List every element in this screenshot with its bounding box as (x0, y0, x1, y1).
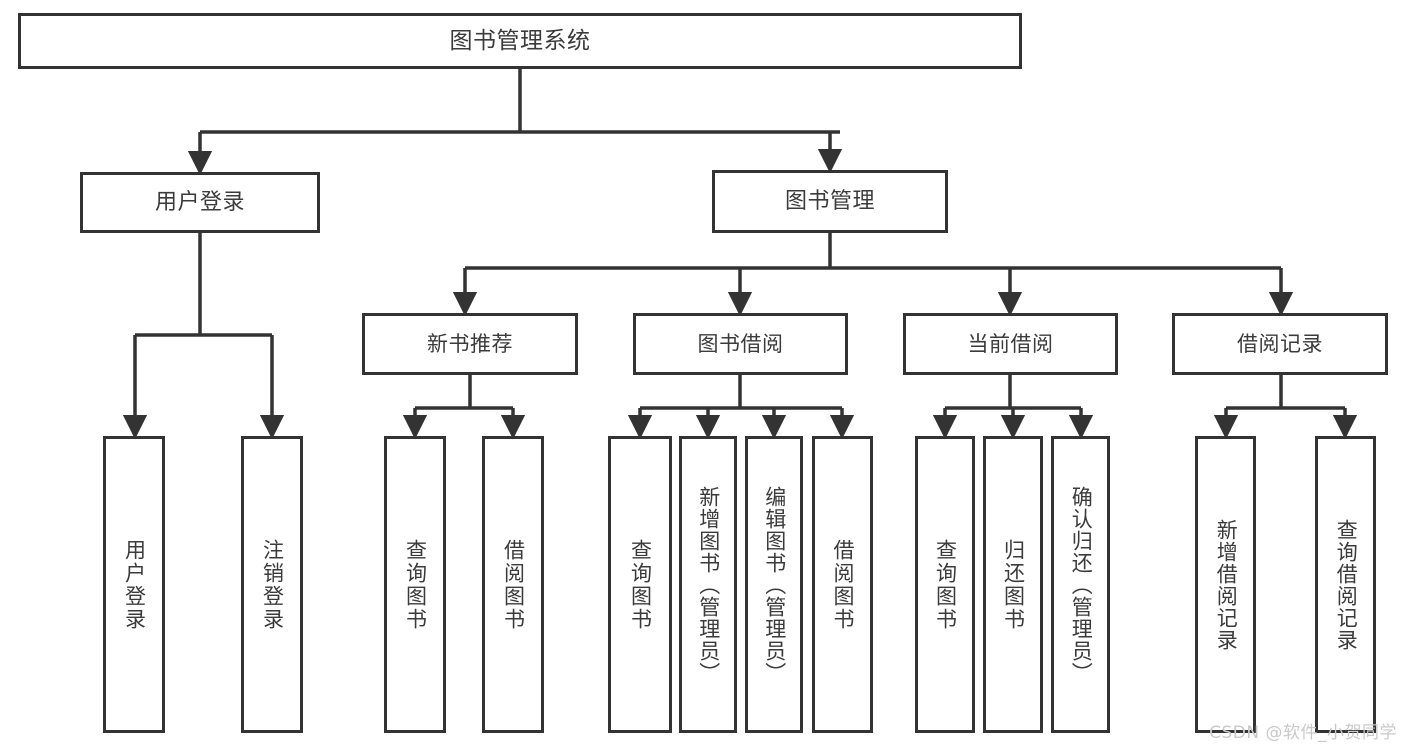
leaf-edit-book[interactable]: 编辑图书（管理员） (745, 436, 803, 733)
node-label: 归还图书 (1001, 538, 1026, 631)
node-borrow-record[interactable]: 借阅记录 (1172, 313, 1388, 375)
leaf-add-book[interactable]: 新增图书（管理员） (679, 436, 737, 733)
node-label: 确认归还（管理员） (1069, 485, 1094, 684)
leaf-user-login[interactable]: 用户登录 (103, 436, 165, 733)
node-label: 当前借阅 (967, 331, 1054, 356)
node-book-borrowing[interactable]: 图书借阅 (633, 313, 848, 375)
node-label: 查询图书 (628, 538, 653, 631)
leaf-borrow-book-rec[interactable]: 借阅图书 (482, 436, 544, 733)
leaf-query-record[interactable]: 查询借阅记录 (1315, 436, 1376, 733)
node-label: 借阅图书 (830, 538, 855, 631)
leaf-confirm-return[interactable]: 确认归还（管理员） (1051, 436, 1110, 733)
node-book-management[interactable]: 图书管理 (712, 170, 948, 233)
node-label: 注销登录 (260, 538, 285, 631)
node-root-system[interactable]: 图书管理系统 (18, 13, 1022, 69)
node-label: 图书管理 (784, 188, 875, 214)
node-label: 用户登录 (122, 538, 147, 631)
node-label: 借阅图书 (501, 538, 526, 631)
leaf-add-record[interactable]: 新增借阅记录 (1195, 436, 1256, 733)
node-label: 用户登录 (154, 189, 245, 215)
node-label: 新书推荐 (427, 331, 513, 356)
node-label: 图书管理系统 (449, 27, 591, 54)
leaf-logout[interactable]: 注销登录 (241, 436, 303, 733)
node-label: 图书借阅 (697, 331, 784, 356)
watermark: CSDN @软件_小贺同学 (1209, 723, 1397, 743)
node-label: 新增借阅记录 (1214, 518, 1239, 651)
node-label: 查询图书 (403, 538, 428, 631)
node-label: 查询图书 (933, 538, 958, 631)
node-user-login[interactable]: 用户登录 (80, 172, 320, 233)
leaf-borrow-book[interactable]: 借阅图书 (812, 436, 873, 733)
node-new-book-recommendation[interactable]: 新书推荐 (362, 313, 578, 375)
node-label: 借阅记录 (1237, 331, 1323, 356)
node-label: 查询借阅记录 (1334, 518, 1359, 651)
leaf-query-book-current[interactable]: 查询图书 (915, 436, 975, 733)
node-current-borrowing[interactable]: 当前借阅 (903, 313, 1118, 375)
node-label: 编辑图书（管理员） (762, 485, 787, 684)
leaf-query-book-rec[interactable]: 查询图书 (384, 436, 446, 733)
node-label: 新增图书（管理员） (696, 485, 721, 684)
leaf-query-book-borrow[interactable]: 查询图书 (608, 436, 672, 733)
leaf-return-book[interactable]: 归还图书 (983, 436, 1043, 733)
